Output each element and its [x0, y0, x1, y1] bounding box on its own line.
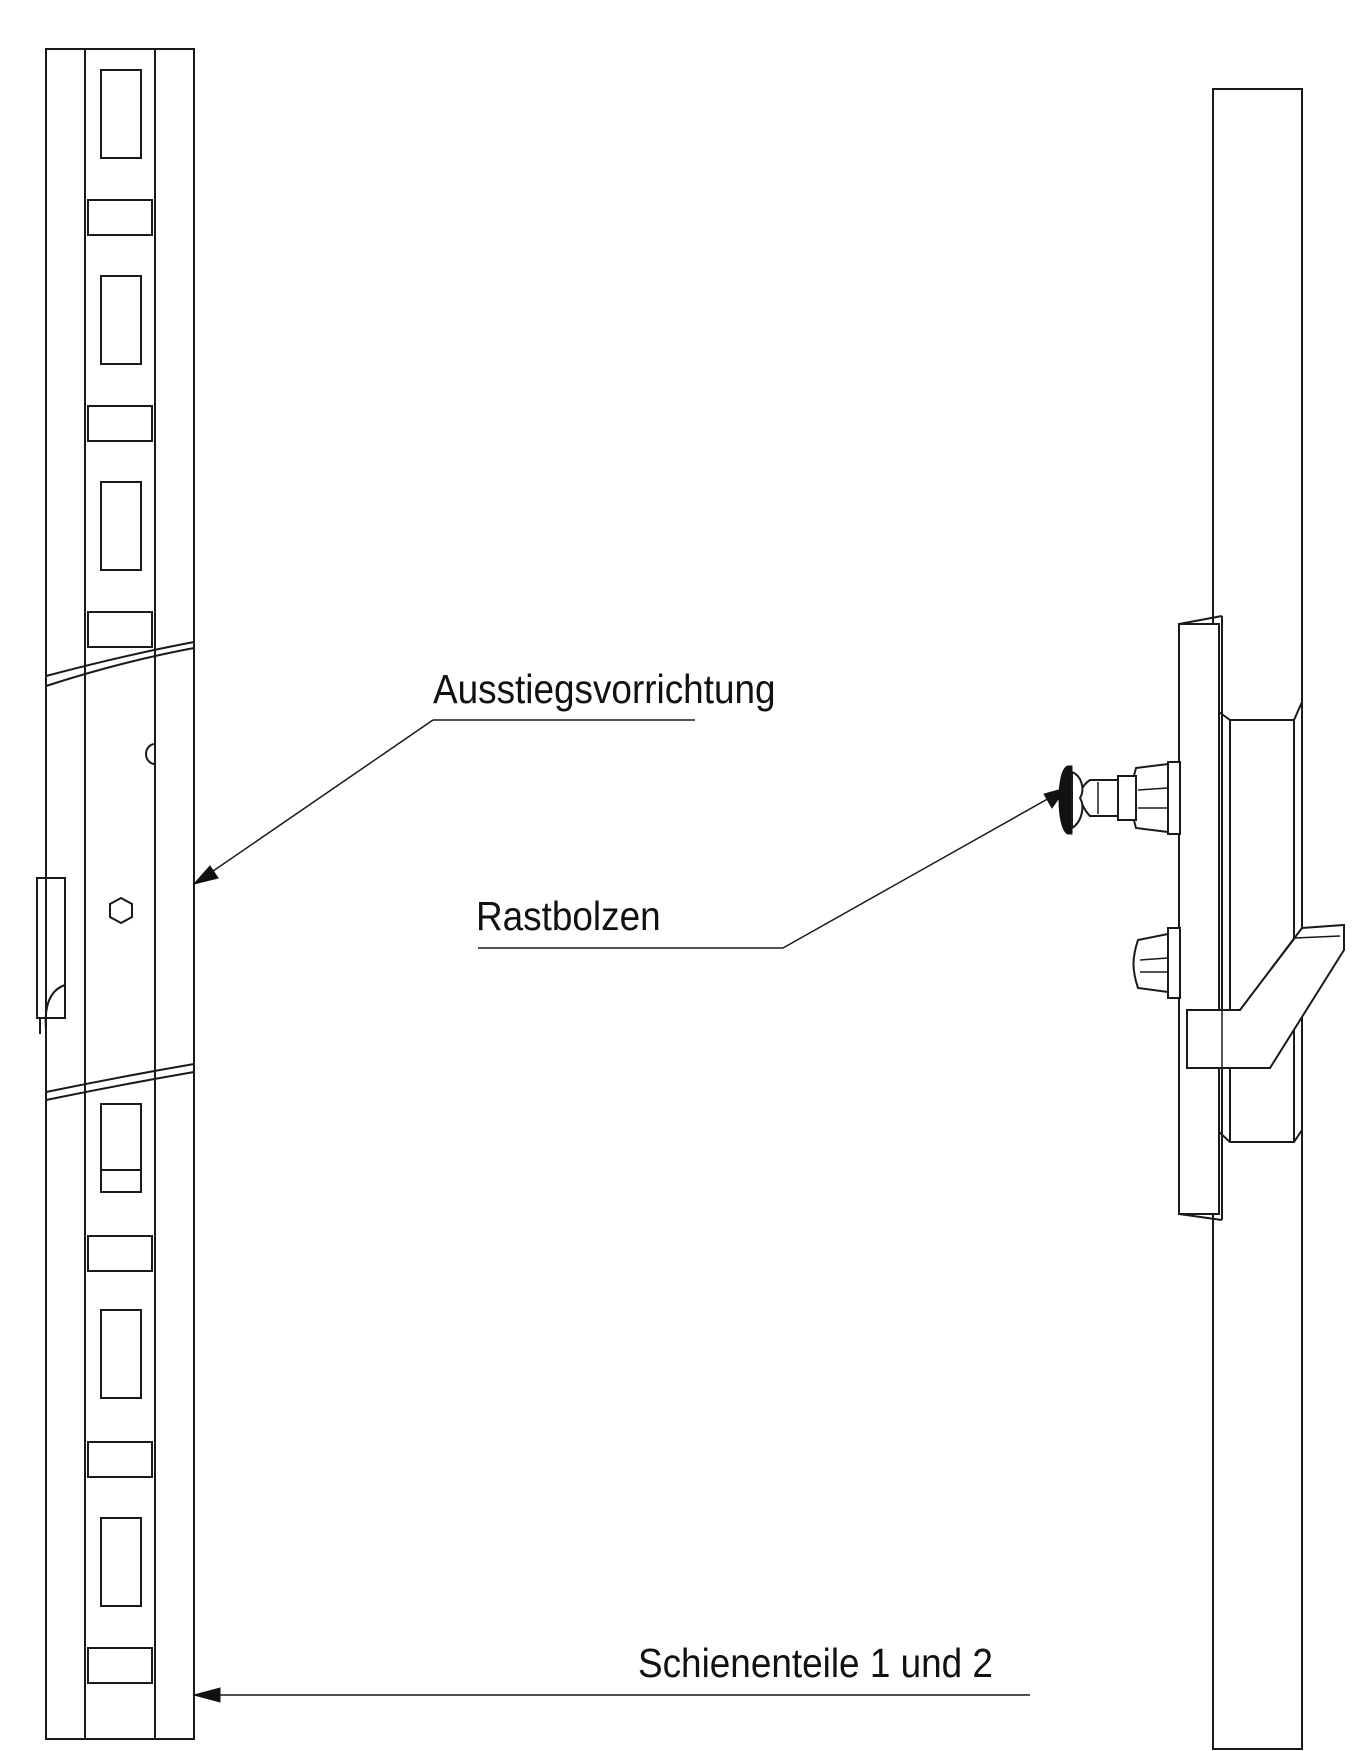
callout-exit-device-leader [192, 719, 695, 885]
label-locking-bolt: Rastbolzen [476, 893, 661, 939]
callout-locking-bolt-leader [478, 787, 1068, 949]
label-exit-device: Ausstiegsvorrichtung [433, 666, 776, 712]
exit-device-section [36, 641, 195, 1101]
callout-rail-parts-leader [192, 1687, 1030, 1703]
lower-rung-slots [87, 1103, 153, 1684]
upper-rung-slots [87, 69, 153, 648]
bracket-assembly [1132, 615, 1345, 1221]
locking-bolt-icon [1058, 761, 1181, 835]
left-rail-front-view [36, 48, 195, 1740]
lower-nut-icon [1132, 927, 1181, 999]
right-rail-side-view [1212, 88, 1303, 1750]
label-rail-parts: Schienenteile 1 und 2 [638, 1640, 993, 1686]
